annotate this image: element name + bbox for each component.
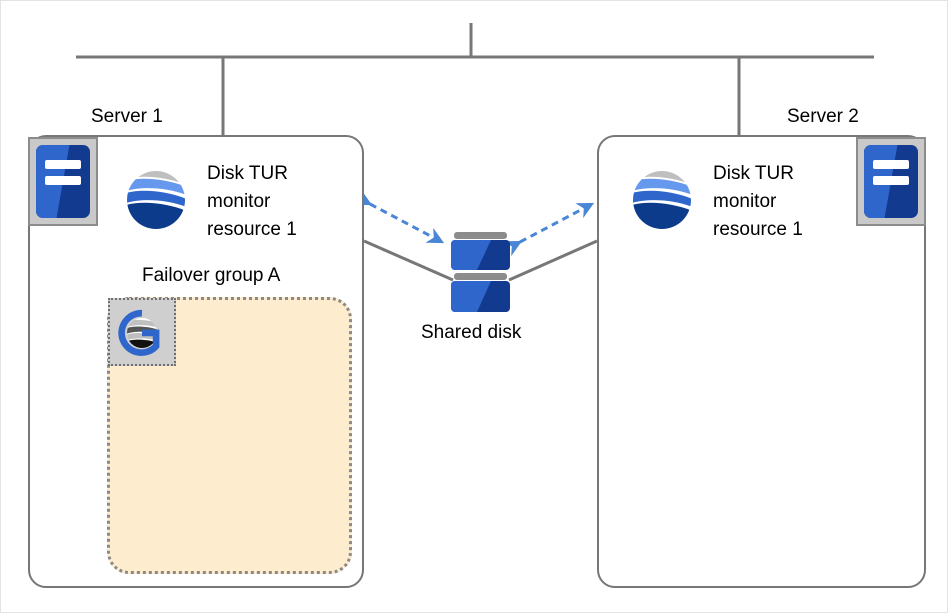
server-icon-bar-1 xyxy=(872,159,910,170)
server-icon xyxy=(28,137,98,226)
server-icon-bar-2 xyxy=(44,175,82,186)
disk-link-right xyxy=(508,239,598,282)
server-icon xyxy=(856,137,926,226)
server-icon-body xyxy=(864,145,918,218)
server-icon-bar-2 xyxy=(872,175,910,186)
monitor-text-line2: monitor xyxy=(713,191,777,212)
server1-monitor-text: Disk TUR monitor resource 1 xyxy=(207,160,297,244)
monitor-arrow-right xyxy=(503,202,595,257)
shared-disk-label: Shared disk xyxy=(421,322,522,343)
monitor-text-line1: Disk TUR xyxy=(207,163,288,184)
disk-top-bar xyxy=(454,232,507,239)
monitor-text-line1: Disk TUR xyxy=(713,163,794,184)
globe-icon xyxy=(125,169,187,231)
server-icon-body xyxy=(36,145,90,218)
server1-label: Server 1 xyxy=(91,106,163,127)
monitor-text-line3: resource 1 xyxy=(207,219,297,240)
shared-disk-icon xyxy=(451,232,510,315)
monitor-arrow-left xyxy=(353,189,445,244)
disk-mid-bar xyxy=(454,273,507,280)
server2-monitor-text: Disk TUR monitor resource 1 xyxy=(713,160,803,244)
failover-group-label: Failover group A xyxy=(142,265,281,286)
globe-icon xyxy=(631,169,693,231)
server-icon-bar-1 xyxy=(44,159,82,170)
monitor-text-line2: monitor xyxy=(207,191,271,212)
server2-label: Server 2 xyxy=(787,106,859,127)
failover-group-icon xyxy=(108,298,176,366)
disk-link-left xyxy=(363,239,454,282)
monitor-text-line3: resource 1 xyxy=(713,219,803,240)
